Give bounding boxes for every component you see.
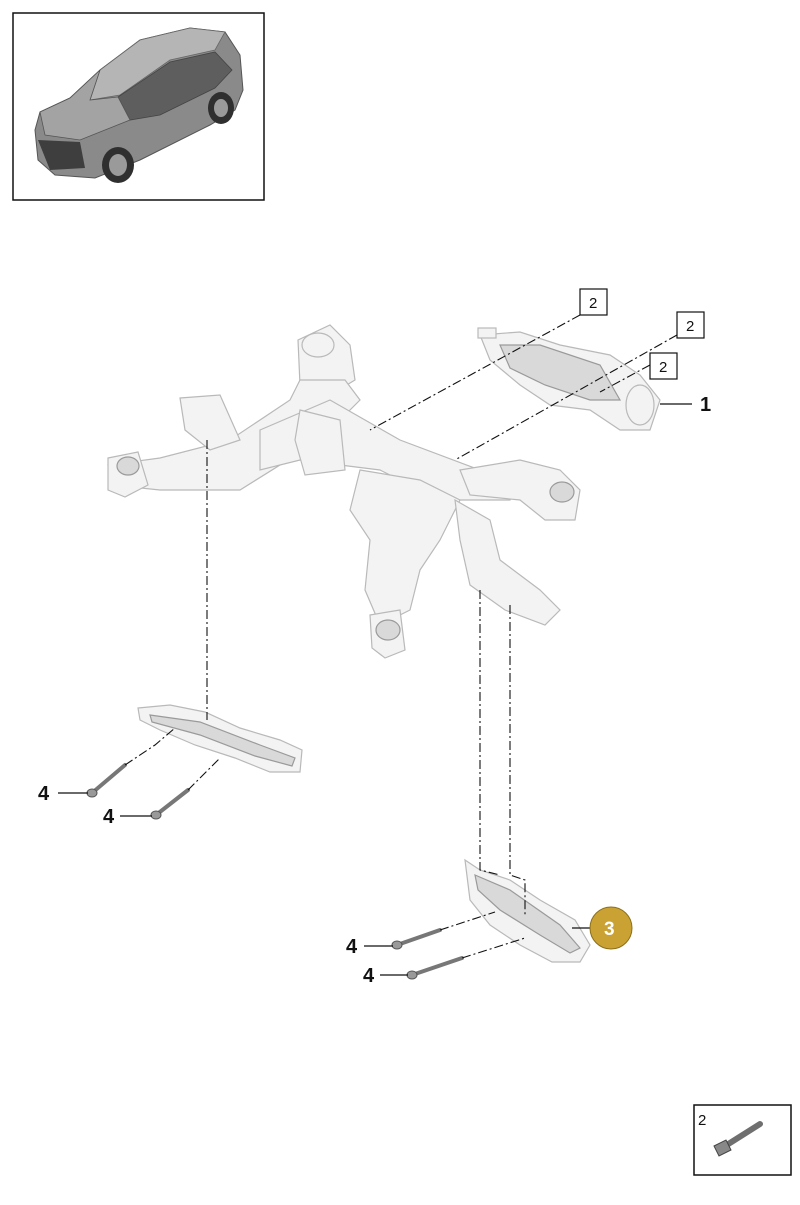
legend-box-part-2: 2: [693, 1104, 792, 1176]
callout-part-1[interactable]: 1: [700, 394, 711, 416]
bolt-icon: [86, 763, 127, 798]
callout-part-2-c: 2: [659, 359, 667, 376]
callout-part-2-box-b[interactable]: 2: [676, 311, 705, 339]
callout-part-4-b[interactable]: 4: [103, 806, 115, 828]
callout-part-2-a: 2: [589, 295, 597, 312]
legend-number: 2: [698, 1112, 706, 1129]
bolt-icon: [713, 1121, 763, 1157]
bolt-icon: [391, 928, 442, 950]
callout-part-3: 3: [604, 919, 615, 940]
bolt-icon: [150, 788, 190, 820]
callout-part-4-a[interactable]: 4: [38, 783, 50, 805]
callout-part-4-c[interactable]: 4: [346, 936, 358, 958]
left-underbody-panel: [137, 704, 303, 773]
callout-part-4-d[interactable]: 4: [363, 965, 375, 987]
callout-part-2-b: 2: [686, 318, 694, 335]
suv-vehicle-icon: [34, 27, 244, 183]
bolts-group: [86, 763, 464, 980]
assembly-lines: [124, 314, 678, 959]
callout-part-2-box-a[interactable]: 2: [579, 288, 608, 316]
callout-part-3-badge[interactable]: 3: [589, 906, 633, 950]
vehicle-thumbnail: [12, 12, 265, 201]
callout-labels: 1 2 2 2 3 4 4 4 4: [38, 288, 711, 987]
rear-axle-steering-actuator: [477, 327, 661, 431]
callout-part-2-box-c[interactable]: 2: [649, 352, 678, 380]
rear-subframe: [107, 324, 581, 659]
callout-leaders: [58, 403, 692, 976]
bolt-icon: [406, 956, 464, 980]
right-heat-shield: [464, 858, 591, 963]
